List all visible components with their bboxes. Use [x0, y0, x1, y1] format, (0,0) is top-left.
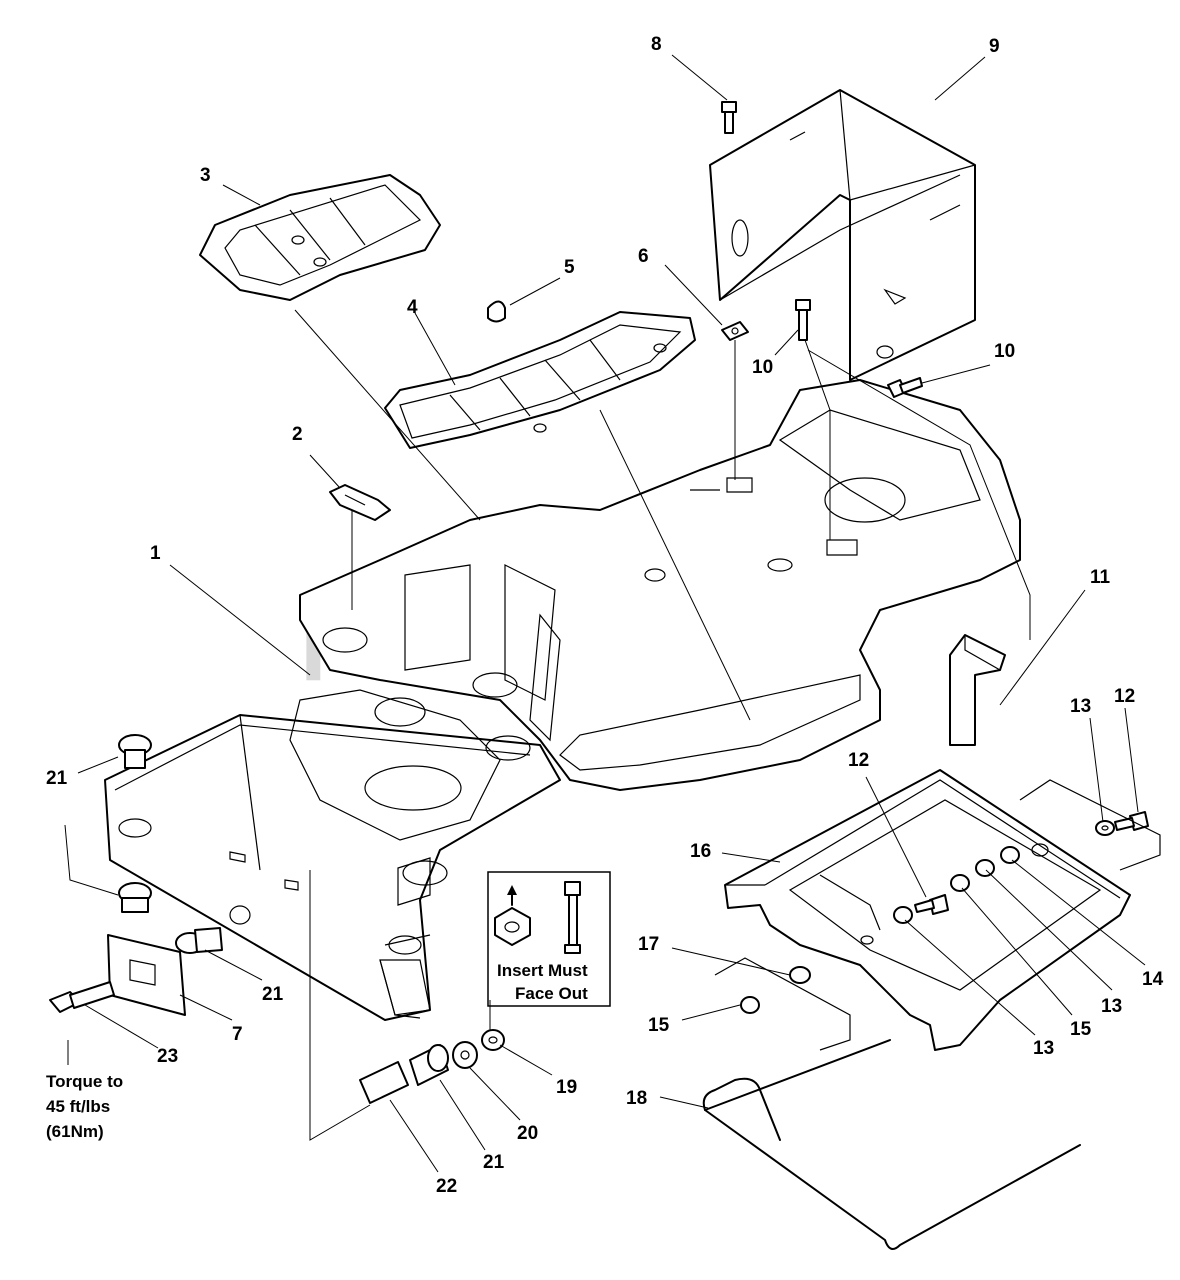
callout-21b: 21 — [262, 984, 284, 1005]
callout-13b: 13 — [1101, 996, 1122, 1017]
footpad-3 — [199, 174, 441, 301]
callout-5: 5 — [564, 257, 575, 278]
callout-1: 1 — [150, 543, 161, 564]
washer-13b — [975, 859, 995, 877]
callout-2: 2 — [292, 424, 303, 445]
callout-20: 20 — [517, 1123, 538, 1144]
torque-note-line3: (61Nm) — [46, 1122, 104, 1141]
callout-12b: 12 — [848, 750, 869, 771]
bushing-21d — [409, 1044, 449, 1086]
bushing-21a — [118, 734, 152, 769]
callout-21c: 21 — [483, 1152, 505, 1173]
callout-22: 22 — [436, 1176, 457, 1197]
callout-10b: 10 — [994, 341, 1015, 362]
callout-16: 16 — [690, 841, 711, 862]
callout-12a: 12 — [1114, 686, 1135, 707]
washer-13a — [1095, 820, 1115, 836]
callout-9: 9 — [989, 36, 1000, 57]
callout-18: 18 — [626, 1088, 647, 1109]
callout-17: 17 — [638, 934, 659, 955]
main-frame — [104, 379, 1021, 1021]
callout-8: 8 — [651, 34, 662, 55]
torque-note-line1: Torque to — [46, 1072, 123, 1091]
clip-2 — [329, 484, 391, 521]
bracket-9 — [709, 89, 976, 381]
bushing-21c — [175, 927, 223, 954]
plate-7 — [107, 934, 186, 1016]
nut-15a — [950, 874, 970, 892]
bolt-10a — [795, 299, 811, 341]
callout-15a: 15 — [648, 1015, 670, 1036]
washer-17 — [789, 966, 811, 984]
callout-13a: 13 — [1070, 696, 1091, 717]
footpad-4 — [384, 311, 696, 449]
callout-23: 23 — [157, 1046, 178, 1067]
torque-note-line2: 45 ft/lbs — [46, 1097, 110, 1116]
spacer-14 — [1000, 846, 1020, 864]
insert-note-line2: Face Out — [515, 984, 588, 1003]
leader-lines — [64, 54, 1146, 1173]
callout-6: 6 — [638, 246, 649, 267]
insert-note-box: Insert Must Face Out — [487, 871, 611, 1007]
bolt-23 — [49, 981, 115, 1013]
bolt-8 — [721, 101, 737, 134]
callout-10a: 10 — [752, 357, 773, 378]
pin-5 — [487, 300, 506, 323]
callout-14: 14 — [1142, 969, 1164, 990]
bolt-12b — [914, 894, 949, 915]
bushing-21b — [118, 882, 152, 913]
callouts: 8 9 3 5 6 4 10 10 2 1 11 13 12 21 12 16 … — [46, 34, 1164, 1197]
callout-13c: 13 — [1033, 1038, 1054, 1059]
washer-13c — [893, 906, 913, 924]
bolt-12a — [1114, 811, 1149, 831]
callout-21a: 21 — [46, 768, 68, 789]
bracket-11 — [949, 634, 1006, 746]
callout-4: 4 — [407, 297, 418, 318]
rod-18 — [702, 1077, 1081, 1250]
callout-7: 7 — [232, 1024, 243, 1045]
callout-11: 11 — [1090, 567, 1111, 588]
washer-20 — [452, 1041, 478, 1069]
nut-19 — [481, 1029, 505, 1051]
callout-3: 3 — [200, 165, 211, 186]
insert-note-line1: Insert Must — [497, 961, 588, 980]
callout-15b: 15 — [1070, 1019, 1092, 1040]
callout-19: 19 — [556, 1077, 577, 1098]
nut-6 — [721, 321, 749, 341]
bolt-10b — [887, 377, 923, 398]
nut-15b — [740, 996, 760, 1014]
spacer-22 — [359, 1061, 409, 1104]
